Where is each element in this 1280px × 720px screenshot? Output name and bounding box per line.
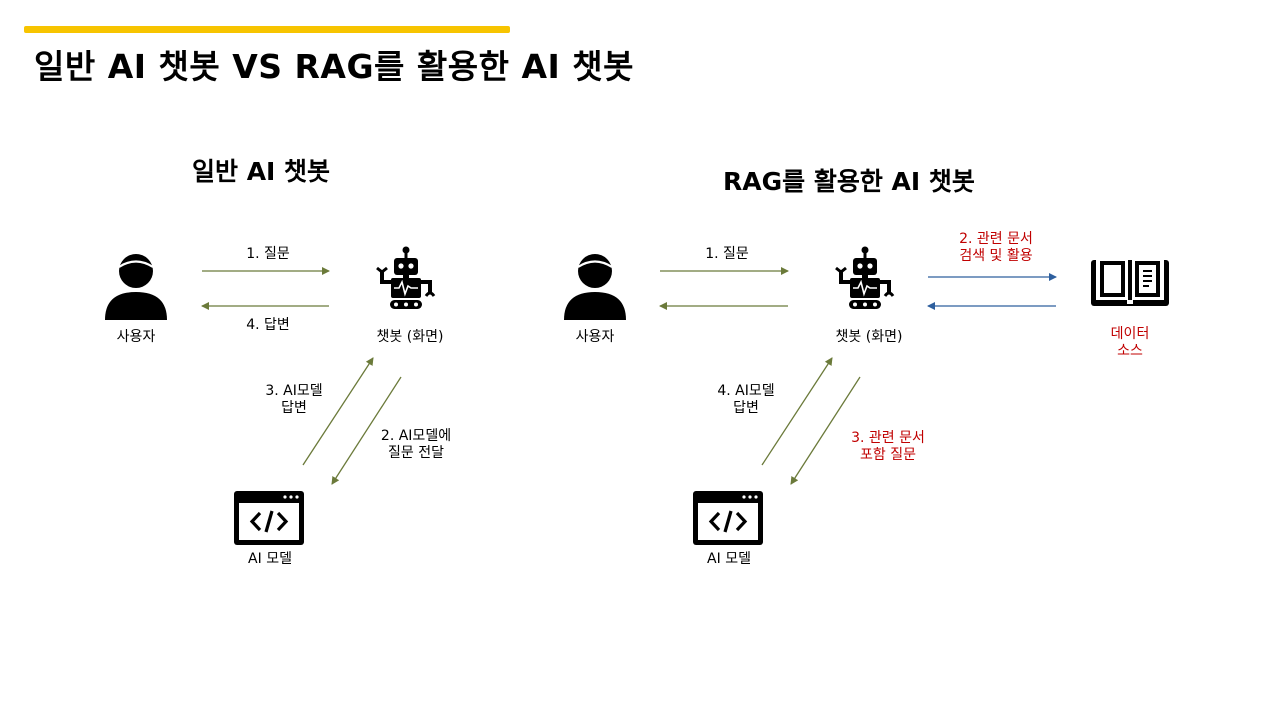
data-source-label: 데이터 소스 — [1110, 326, 1150, 359]
arrow-left-model-answer — [302, 357, 374, 466]
accent-bar — [24, 26, 510, 33]
book-icon — [1091, 258, 1169, 306]
edge-label-to-model: 2. AI모델에 질문 전달 — [380, 428, 452, 461]
arrow-right-model-answer — [761, 357, 833, 466]
page-title: 일반 AI 챗봇 VS RAG를 활용한 AI 챗봇 — [34, 47, 635, 86]
code-window-icon — [693, 491, 763, 545]
arrow-right-with-docs — [790, 376, 861, 485]
edge-label-model-answer: 3. AI모델 답변 — [265, 383, 323, 416]
user-label: 사용자 — [575, 329, 615, 345]
edge-label-with-docs: 3. 관련 문서 포함 질문 — [851, 430, 925, 463]
edge-label-answer: 4. 답변 — [246, 317, 290, 333]
edge-label-question: 1. 질문 — [246, 246, 290, 262]
edge-label-search: 2. 관련 문서 검색 및 활용 — [959, 231, 1033, 264]
edge-label-model-answer: 4. AI모델 답변 — [717, 383, 775, 416]
robot-icon — [376, 246, 436, 309]
model-label: AI 모델 — [707, 551, 751, 567]
model-label: AI 모델 — [248, 551, 292, 567]
user-label: 사용자 — [116, 329, 156, 345]
user-icon — [105, 254, 167, 320]
edge-label-question: 1. 질문 — [705, 246, 749, 262]
chatbot-label: 챗봇 (화면) — [835, 329, 903, 345]
code-window-icon — [234, 491, 304, 545]
user-icon — [564, 254, 626, 320]
chatbot-label: 챗봇 (화면) — [376, 329, 444, 345]
left-section-title: 일반 AI 챗봇 — [192, 157, 331, 186]
right-section-title: RAG를 활용한 AI 챗봇 — [723, 167, 975, 196]
arrow-left-to-model — [331, 376, 402, 485]
robot-icon — [835, 246, 895, 309]
